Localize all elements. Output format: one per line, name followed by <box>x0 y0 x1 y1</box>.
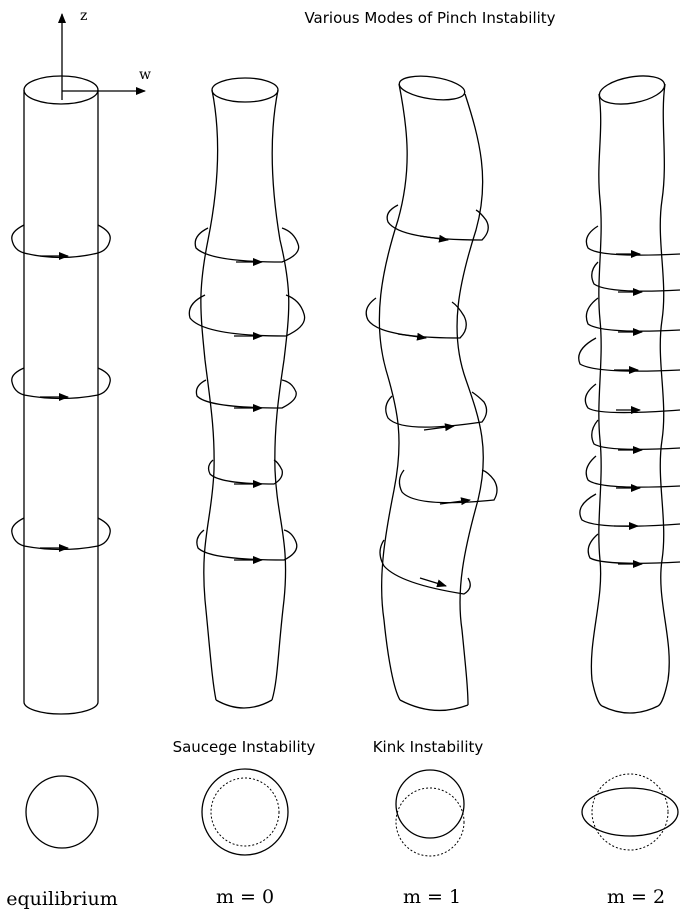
equilibrium-cross-section <box>26 776 98 848</box>
equilibrium-column: z w <box>12 8 151 714</box>
z-axis-label: z <box>80 8 87 24</box>
sausage-column <box>189 78 304 708</box>
equilibrium-cylinder <box>24 76 98 714</box>
caption-equilibrium: equilibrium <box>6 888 117 910</box>
caption-m1: m = 1 <box>403 886 461 908</box>
m1-cross-section <box>396 770 464 856</box>
kink-instability-label: Kink Instability <box>373 738 484 756</box>
kink-column <box>366 73 497 711</box>
m0-cross-section <box>202 769 288 855</box>
sausage-instability-label: Saucege Instability <box>173 738 316 756</box>
m2-cross-section <box>582 774 678 850</box>
diagram-title: Various Modes of Pinch Instability <box>304 9 555 27</box>
axes-indicator: z w <box>62 8 151 100</box>
equilibrium-field-rings <box>12 225 111 550</box>
kink-tube <box>379 73 483 711</box>
m2-field-rings <box>579 226 680 564</box>
m2-tube <box>591 71 669 713</box>
caption-m0: m = 0 <box>216 886 274 908</box>
sausage-tube <box>201 78 289 708</box>
m2-column <box>579 71 680 713</box>
caption-m2: m = 2 <box>607 886 665 908</box>
w-axis-label: w <box>139 67 151 83</box>
